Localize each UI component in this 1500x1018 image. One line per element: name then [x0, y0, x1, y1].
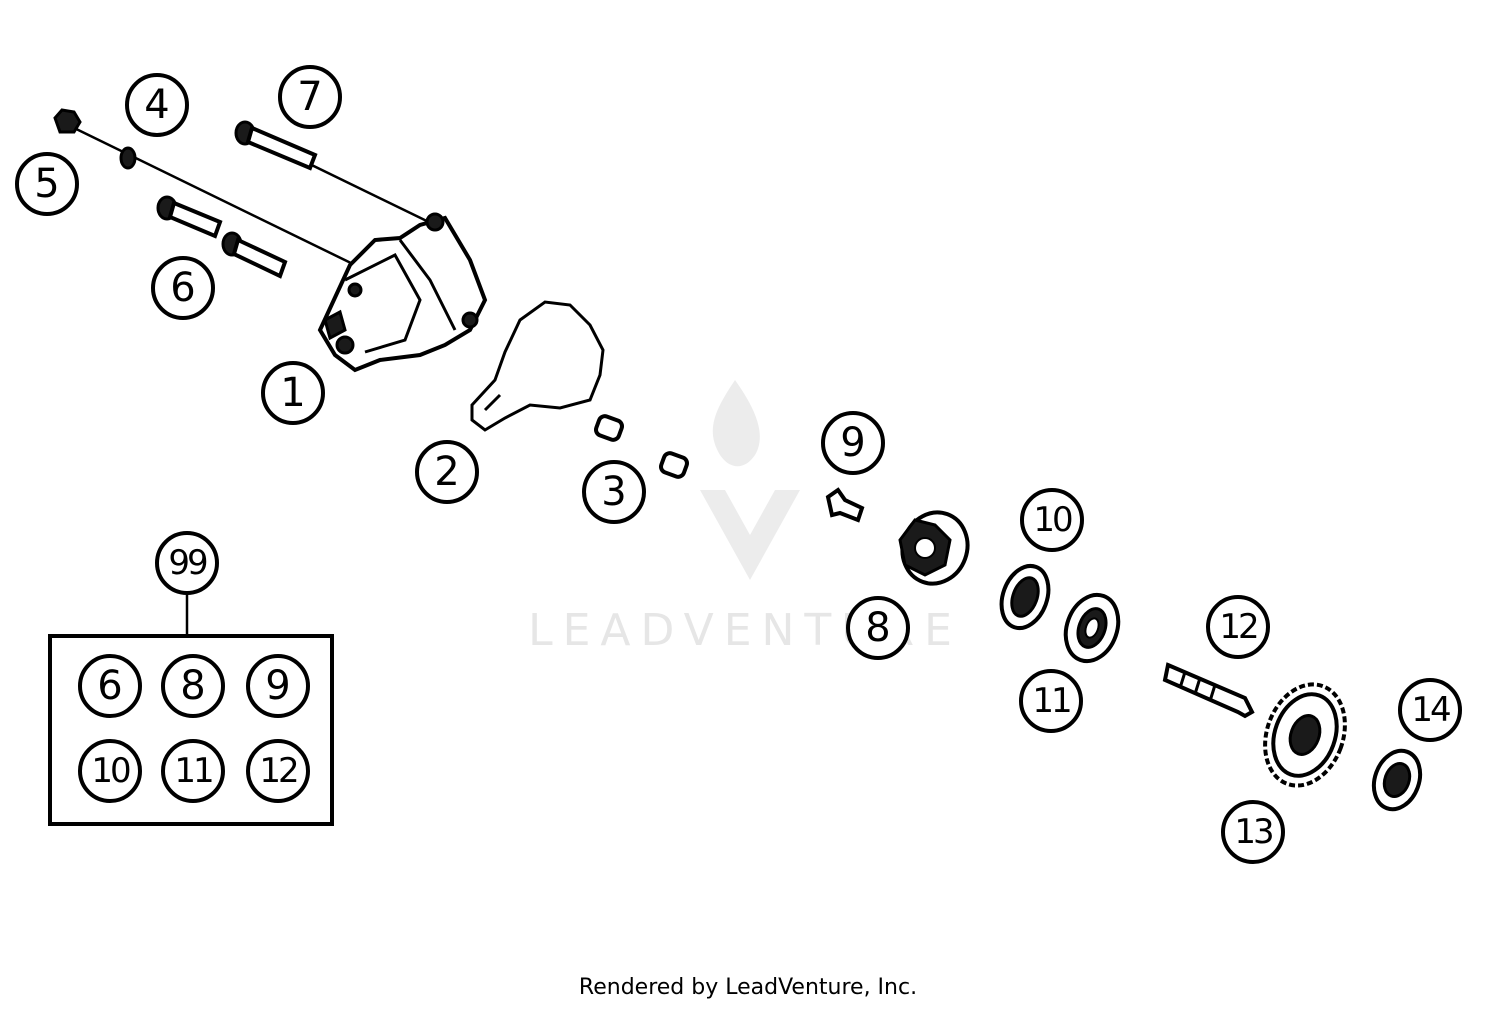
- kit-item[interactable]: 11: [161, 739, 225, 803]
- svg-text:14: 14: [1411, 690, 1450, 730]
- callout-4[interactable]: 4: [125, 73, 189, 137]
- part-10-bearing: [999, 564, 1051, 630]
- callout-7[interactable]: 7: [278, 65, 342, 129]
- footer-credit: Rendered by LeadVenture, Inc.: [579, 975, 917, 1000]
- kit-item[interactable]: 10: [78, 739, 142, 803]
- watermark-v-icon: [700, 490, 800, 580]
- callout-8[interactable]: 8: [846, 596, 910, 660]
- kit-item[interactable]: 8: [161, 654, 225, 718]
- svg-text:10: 10: [1033, 500, 1072, 540]
- svg-text:4: 4: [144, 82, 169, 128]
- svg-text:6: 6: [170, 265, 195, 311]
- callout-9[interactable]: 9: [821, 411, 885, 475]
- svg-text:8: 8: [865, 605, 890, 651]
- svg-text:3: 3: [601, 469, 626, 515]
- part-8-impeller: [898, 510, 970, 586]
- part-4-washer: [119, 146, 137, 170]
- part-14-washer: [1371, 748, 1423, 812]
- svg-text:7: 7: [297, 74, 322, 120]
- svg-text:12: 12: [259, 751, 297, 791]
- svg-text:13: 13: [1234, 812, 1272, 852]
- svg-text:10: 10: [91, 751, 130, 791]
- callout-14[interactable]: 14: [1398, 678, 1462, 742]
- part-13-gear: [1263, 682, 1347, 788]
- kit-item[interactable]: 6: [78, 654, 142, 718]
- kit-item[interactable]: 12: [246, 739, 310, 803]
- callout-12[interactable]: 12: [1206, 595, 1270, 659]
- svg-text:2: 2: [434, 449, 459, 495]
- callout-13[interactable]: 13: [1221, 800, 1285, 864]
- svg-text:9: 9: [265, 663, 290, 709]
- part-9-screw: [825, 487, 865, 523]
- svg-text:12: 12: [1219, 607, 1257, 647]
- part-7-bolt: [234, 120, 318, 171]
- svg-text:8: 8: [180, 663, 205, 709]
- callout-11[interactable]: 11: [1019, 669, 1083, 733]
- part-6-bolts: [156, 195, 288, 279]
- callout-3[interactable]: 3: [582, 460, 646, 524]
- kit-99-label: 99: [168, 543, 207, 583]
- kit-box: [48, 634, 334, 826]
- svg-text:5: 5: [34, 161, 59, 207]
- part-5-nut: [53, 108, 82, 134]
- callout-6[interactable]: 6: [151, 256, 215, 320]
- part-12-shaft: [1162, 662, 1255, 719]
- svg-text:1: 1: [280, 370, 305, 416]
- callout-5[interactable]: 5: [15, 152, 79, 216]
- svg-text:11: 11: [174, 751, 212, 791]
- part-3-dowels: [593, 414, 690, 479]
- callout-1[interactable]: 1: [261, 361, 325, 425]
- part-11-seal: [1063, 592, 1121, 664]
- callout-10[interactable]: 10: [1020, 488, 1084, 552]
- part-2-gasket: [470, 300, 605, 432]
- part-1-pump-cover: [317, 212, 488, 373]
- svg-text:11: 11: [1032, 681, 1070, 721]
- kit-item[interactable]: 9: [246, 654, 310, 718]
- svg-text:9: 9: [840, 420, 865, 466]
- kit-99[interactable]: 99 6 8 9 10 11 12: [48, 531, 334, 826]
- callout-2[interactable]: 2: [415, 440, 479, 504]
- svg-text:6: 6: [97, 663, 122, 709]
- watermark-flame-icon: [712, 380, 760, 467]
